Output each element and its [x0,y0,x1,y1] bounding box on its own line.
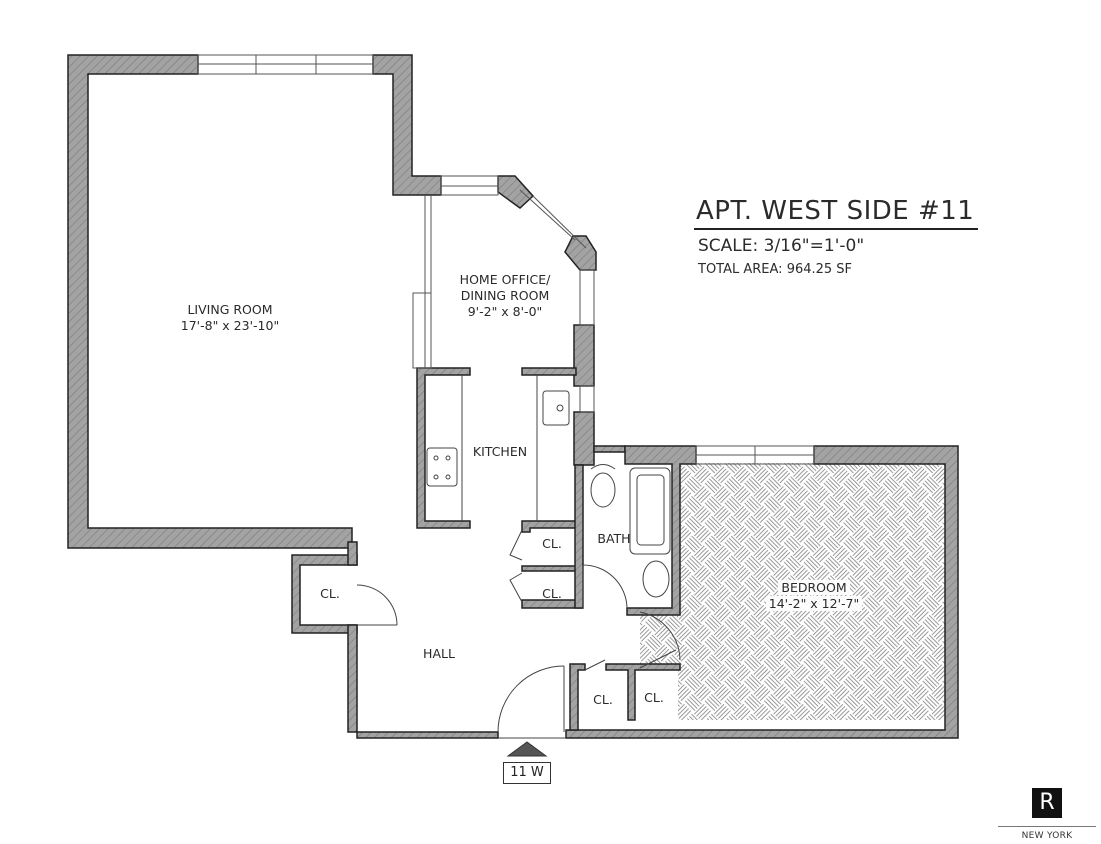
bedroom-dims: 14'-2" x 12'-7" [765,596,863,611]
office-label: HOME OFFICE/ DINING ROOM 9'-2" x 8'-0" [446,272,564,320]
entry-label: 11 W [503,762,551,784]
office-name-line2: DINING ROOM [460,288,550,303]
sink-icon [542,390,570,426]
brand-block: R NEW YORK [998,788,1096,841]
plan-title: APT. WEST SIDE #11 [694,196,979,230]
entry-arrow-icon [506,741,548,757]
living-room-name: LIVING ROOM [187,302,273,317]
kitchen-fixtures [426,375,570,521]
brand-city: NEW YORK [1021,831,1073,841]
bath-fixtures [590,464,671,598]
closet-label: CL. [320,586,340,601]
stove-icon [426,447,458,487]
plan-total-area: TOTAL AREA: 964.25 SF [698,262,853,277]
hall-label: HALL [423,646,455,661]
bedroom-label: BEDROOM 14'-2" x 12'-7" [754,580,874,612]
closet-label: CL. [593,692,613,707]
bathroom-sink-icon [642,560,670,598]
bedroom-name: BEDROOM [778,580,850,595]
plan-scale: SCALE: 3/16"=1'-0" [698,236,865,256]
living-room-label: LIVING ROOM 17'-8" x 23'-10" [170,302,290,334]
title-block: APT. WEST SIDE #11 SCALE: 3/16"=1'-0" TO… [694,196,979,277]
bathtub-icon [629,467,671,555]
living-room-dims: 17'-8" x 23'-10" [180,318,280,333]
doors [356,529,681,739]
closet-label: CL. [644,690,664,705]
closet-label: CL. [542,586,562,601]
office-name-line1: HOME OFFICE/ [459,272,551,287]
toilet-icon [590,472,616,508]
bath-label: BATH [597,531,631,546]
closet-label: CL. [542,536,562,551]
brand-divider [998,826,1096,827]
windows [197,54,815,465]
brand-logo-icon: R [1032,788,1062,818]
kitchen-label: KITCHEN [472,444,528,459]
walls [67,54,959,739]
bedroom-entry-floor [640,612,680,667]
office-dims: 9'-2" x 8'-0" [467,304,543,319]
